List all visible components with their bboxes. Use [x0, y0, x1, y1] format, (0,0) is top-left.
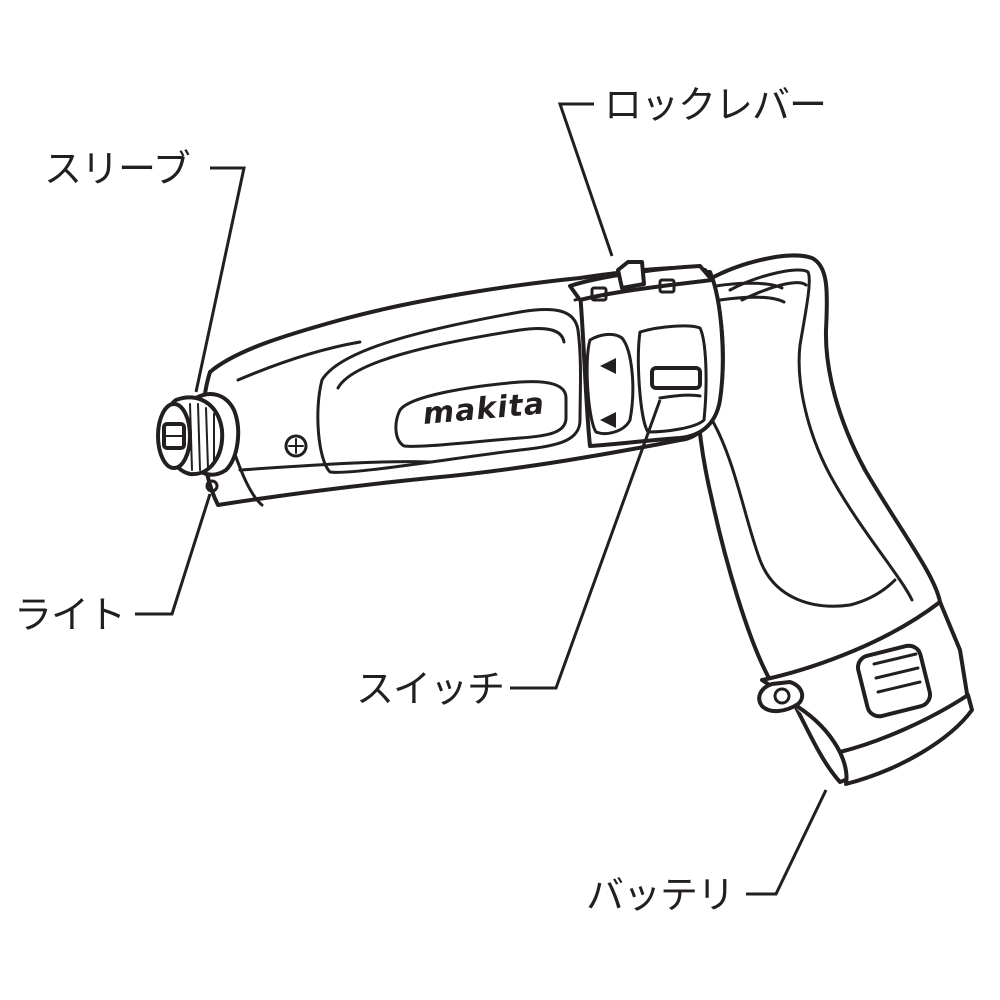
leader-lock-lever [557, 102, 614, 257]
lock-lever-area [568, 260, 786, 304]
handle-grip [693, 253, 950, 682]
leader-switch [510, 399, 662, 690]
label-battery: バッテリ [586, 873, 735, 917]
leader-sleeve [194, 166, 246, 393]
battery-pack [757, 600, 974, 786]
sleeve-chuck [156, 392, 241, 493]
label-lock-lever: ロックレバー [604, 83, 827, 127]
label-light: ライト [14, 593, 126, 637]
leader-light [135, 493, 212, 616]
leader-battery [746, 789, 828, 896]
label-switch: スイッチ [356, 667, 505, 711]
label-sleeve: スリーブ [44, 147, 191, 191]
